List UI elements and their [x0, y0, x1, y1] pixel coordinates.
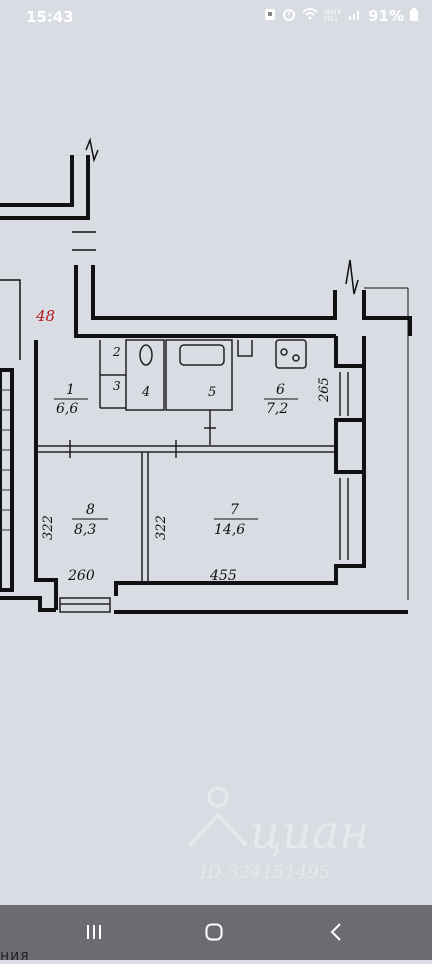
room4-number: 4: [141, 385, 150, 400]
battery-percent: 91%: [368, 7, 404, 25]
watermark-logo-arrow: [188, 812, 248, 847]
wall-top-left-inner: [0, 155, 90, 220]
room5-box: [165, 339, 233, 411]
sink: [237, 340, 253, 357]
watermark-logo-icon: [207, 786, 229, 808]
alarm-icon: [282, 7, 296, 25]
status-icons: VoLTE LTE1 91%: [264, 7, 418, 25]
room5-number: 5: [208, 385, 216, 400]
room7-number: 7: [230, 502, 239, 518]
entrance-door: [59, 597, 111, 613]
burner-2: [292, 354, 300, 362]
recent-apps-button[interactable]: [74, 917, 114, 947]
room3-number: 3: [113, 379, 121, 393]
dim-room8-width: 260: [67, 568, 95, 584]
partitions: [38, 339, 349, 613]
navigation-bar: [0, 905, 432, 960]
cut-off-text: ния: [0, 948, 30, 964]
floor-plan: 48 265 322 322 260 455 1 6,6 2 3 4 5 6 7…: [0, 137, 412, 883]
dim-room7-height: 322: [154, 515, 169, 540]
battery-icon: [410, 7, 418, 25]
back-button[interactable]: [316, 917, 356, 947]
dim-room8-height: 322: [41, 515, 56, 540]
wall-bottom-left: [0, 596, 56, 612]
wall-top-left-outer: [0, 155, 74, 207]
wifi-icon: [302, 8, 318, 24]
room7-area: 14,6: [214, 522, 245, 538]
bathtub: [179, 344, 225, 366]
room8-area: 8,3: [74, 522, 96, 538]
wall-far-left: [0, 368, 14, 592]
stove: [275, 339, 307, 369]
dim-bath-height: 265: [317, 377, 332, 403]
status-bar: 15:43 VoLTE LTE1 91%: [0, 0, 432, 36]
room8-number: 8: [86, 502, 95, 518]
stairs-hatch: [0, 389, 10, 531]
walls: [0, 155, 412, 614]
dim-room7-width: 455: [209, 568, 237, 584]
break-mark-right: [345, 259, 359, 295]
dim-top-wall: 48: [35, 307, 55, 325]
wall-main-top-outer: [74, 265, 336, 338]
back-icon: [330, 923, 341, 941]
recent-apps-icon: [87, 925, 101, 939]
room6-area: 7,2: [266, 401, 288, 417]
burner-1: [280, 348, 288, 356]
home-icon: [205, 923, 223, 941]
home-button[interactable]: [194, 917, 234, 947]
wall-right-top: [362, 290, 412, 336]
watermark-brand: циан: [250, 805, 369, 859]
watermark: циан ID 324151495: [188, 786, 369, 883]
floor-plan-svg: 48 265 322 322 260 455 1 6,6 2 3 4 5 6 7…: [0, 137, 412, 883]
wall-left-stair: [0, 279, 21, 360]
wall-main-top-inner: [91, 265, 337, 320]
signal-icon: [348, 8, 362, 24]
room6-number: 6: [276, 382, 285, 398]
notification-icon: [264, 7, 276, 25]
wall-bottom-right-inner: [114, 566, 338, 596]
toilet-bowl: [139, 344, 153, 366]
break-mark-top: [85, 137, 99, 163]
room1-area: 6,6: [56, 401, 78, 417]
status-time: 15:43: [26, 8, 74, 26]
network-label: VoLTE LTE1: [324, 9, 342, 23]
room2-number: 2: [112, 345, 121, 359]
room1-number: 1: [66, 382, 75, 398]
wall-left-interior: [34, 340, 58, 610]
watermark-id: ID 324151495: [199, 862, 330, 883]
